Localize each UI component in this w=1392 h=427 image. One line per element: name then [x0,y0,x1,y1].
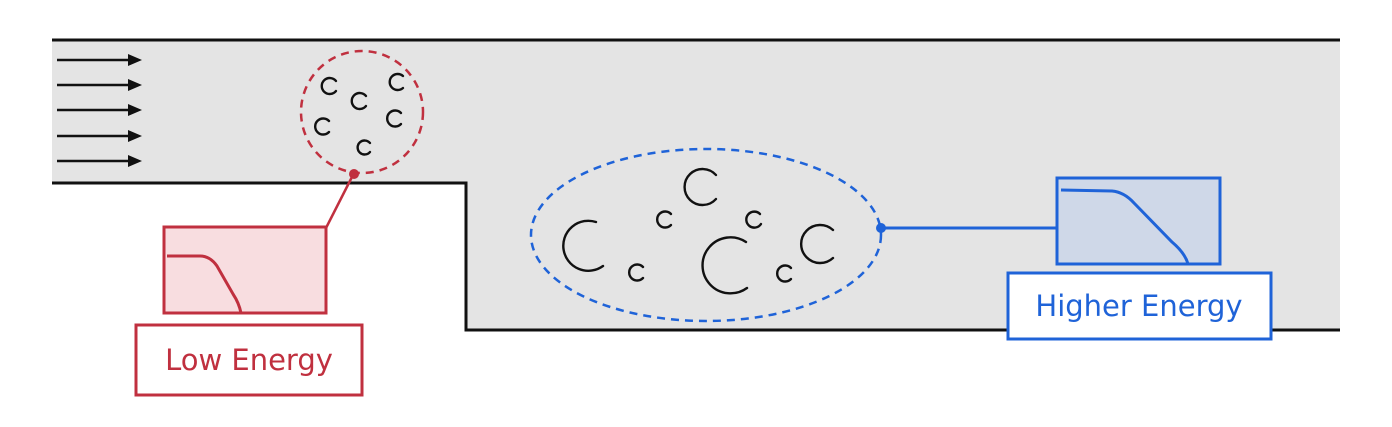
channel-interior [52,40,1340,330]
high-energy-spectrum-box [1055,176,1222,266]
energy-spectrum-curve [1060,188,1190,265]
bubble-icon [701,236,749,295]
bubble-icon [745,210,763,229]
low-energy-region-outline [299,49,425,175]
flow-arrows [57,54,142,167]
large-bubbles [562,167,835,295]
low-energy-label-box [134,323,364,397]
bubble-icon [386,109,403,128]
bubble-icon [356,139,372,156]
high-energy-connector-dot [876,223,886,233]
high-energy-label-box [1006,271,1273,341]
high-energy-region-outline [529,147,883,323]
energy-spectrum-curve [167,254,243,314]
bubble-icon [776,264,793,283]
low-energy-label: Low Energy [165,343,333,377]
bubble-icon [656,210,673,229]
bubble-icon [314,117,331,136]
flow-arrow-icon [57,79,142,91]
bubble-icon [562,219,605,272]
low-energy-spectrum-box [162,225,328,315]
bubble-icon [320,76,338,96]
flow-arrow-icon [57,54,142,66]
channel-step-wall [52,181,1340,332]
bubble-icon [388,72,405,92]
flow-arrow-icon [57,104,142,116]
bubble-icon [800,223,835,265]
low-energy-connector-dot [349,169,359,179]
small-bubbles [314,72,405,156]
low-energy-connector [324,172,356,229]
high-energy-label: Higher Energy [1035,289,1242,323]
bubble-icon [628,263,645,282]
flow-arrow-icon [57,130,142,142]
bubble-icon [350,91,368,111]
bubble-icon [683,167,718,207]
flow-arrow-icon [57,155,142,167]
